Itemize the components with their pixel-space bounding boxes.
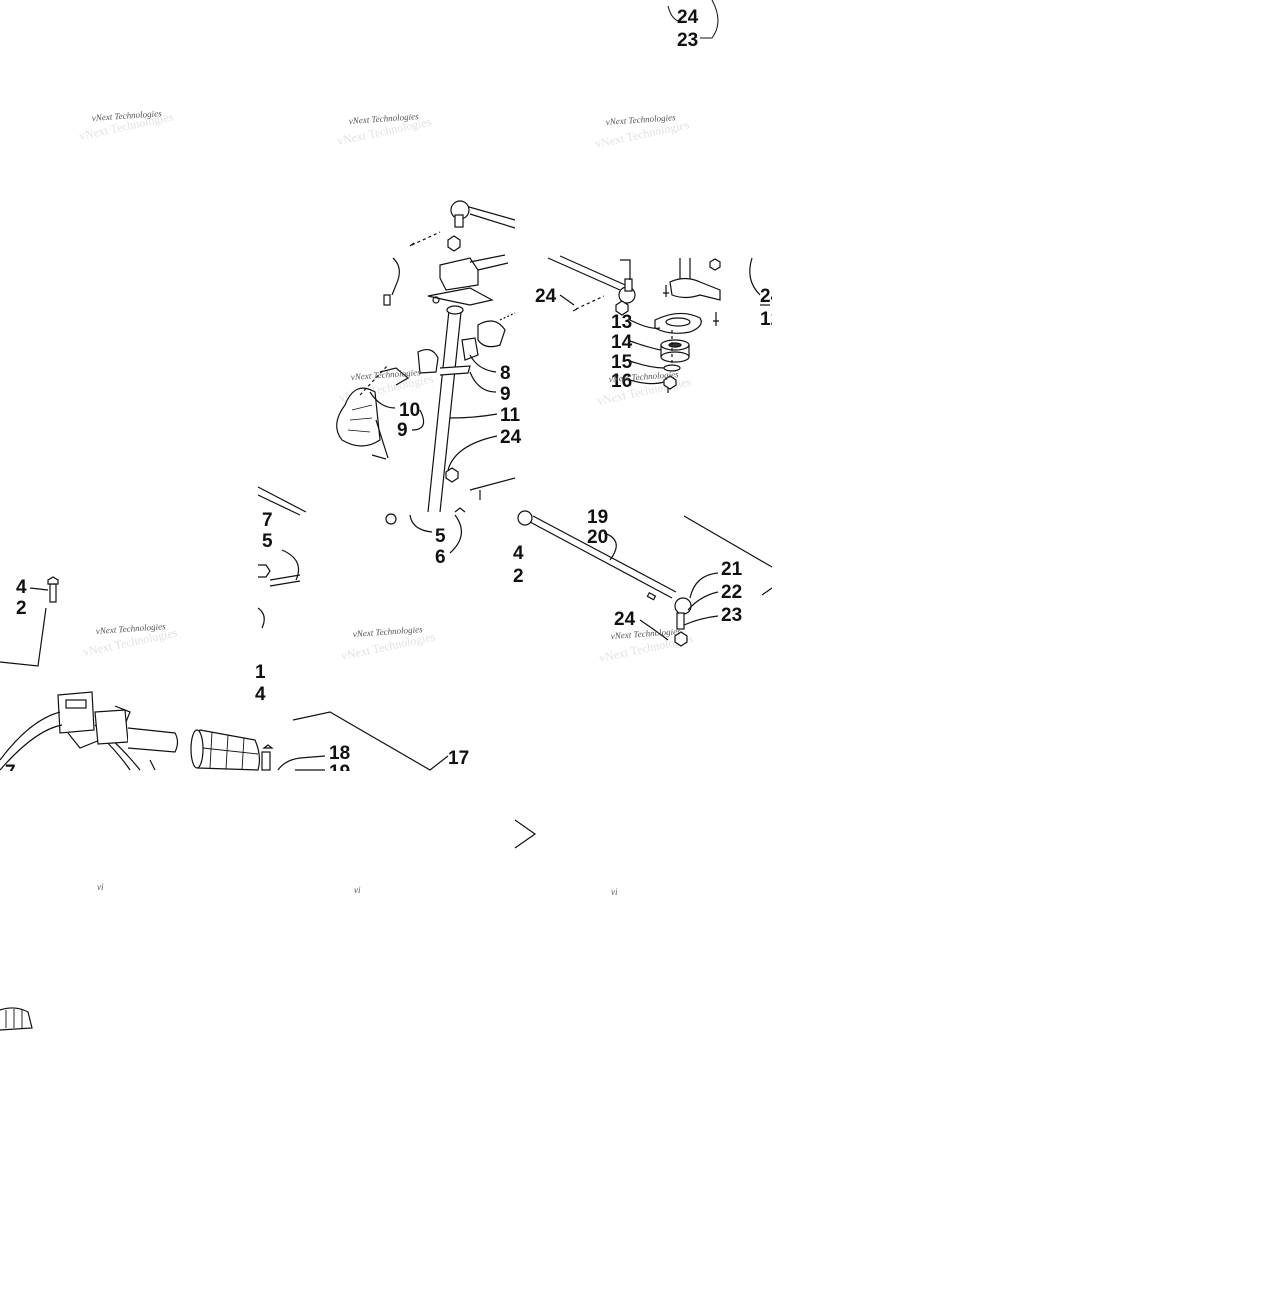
watermark-text: vNext Technologies (91, 108, 162, 123)
callout-24: 24 (614, 609, 636, 630)
callout-23: 23 (677, 30, 698, 51)
steering-column-assembly: 8 9 10 9 11 24 (336, 200, 522, 513)
callout-2: 2 (16, 598, 27, 619)
handlebar-assembly: 4 2 1 4 7 18 19 17 (0, 576, 537, 1031)
callout-23: 23 (721, 605, 742, 626)
callout-8: 8 (500, 363, 511, 384)
watermark-stub: vi (354, 885, 361, 895)
callout-22: 22 (721, 582, 742, 603)
watermark-stub: vi (97, 882, 104, 892)
top-fragment: 24 23 (667, 0, 719, 51)
watermark-ghost-layer: vNext Technologies vNext Technologies vN… (78, 109, 695, 665)
tile-masks (0, 180, 812, 791)
watermark-text: vNext Technologies (605, 112, 676, 127)
callout-14: 14 (611, 332, 633, 353)
watermark-text: vNext Technologies (610, 626, 681, 641)
callout-1: 1 (255, 662, 266, 683)
callout-18: 18 (329, 743, 350, 764)
callout-21: 21 (721, 559, 743, 580)
watermark-text: vNext Technologies (95, 621, 166, 636)
callout-2: 2 (513, 566, 524, 587)
steering-bearing-assembly: 24 24 12 13 14 15 16 (535, 255, 782, 393)
nut-icon (447, 235, 461, 252)
callout-19: 19 (587, 507, 608, 528)
callout-5: 5 (262, 531, 273, 552)
watermark-text: vNext Technologies (348, 111, 419, 126)
callout-24: 24 (535, 286, 557, 307)
callout-4: 4 (16, 577, 27, 598)
callout-4: 4 (513, 543, 524, 564)
callout-9: 9 (500, 384, 511, 405)
callout-10: 10 (399, 400, 420, 421)
watermark-stub: vi (611, 887, 618, 897)
watermark-text: vNext Technologies (352, 624, 423, 639)
callout-7: 7 (262, 510, 273, 531)
callout-24: 24 (677, 7, 699, 28)
callout-17: 17 (448, 748, 469, 769)
callout-24: 24 (500, 427, 522, 448)
callout-9: 9 (397, 420, 408, 441)
callout-20: 20 (587, 527, 608, 548)
callout-6: 6 (435, 547, 446, 568)
mid-fragment: 7 5 5 6 4 2 (257, 486, 524, 629)
callout-16: 16 (611, 371, 632, 392)
callout-5: 5 (435, 526, 446, 547)
watermark-layer: vNext Technologies vNext Technologies vN… (91, 108, 681, 897)
callout-13: 13 (611, 312, 632, 333)
callout-4: 4 (255, 684, 266, 705)
callout-15: 15 (611, 352, 633, 373)
tie-rod-assembly: 19 20 21 22 23 24 (517, 507, 773, 647)
watermark-text: vNext Technologies (608, 369, 679, 384)
callout-11: 11 (500, 405, 521, 426)
watermark-text: vNext Technologies (350, 367, 421, 382)
